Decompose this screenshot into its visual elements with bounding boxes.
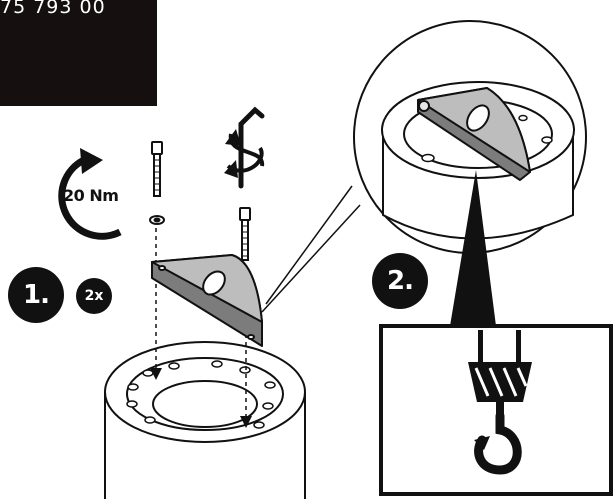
mounting-bracket [152, 255, 262, 346]
screw-left [152, 142, 162, 196]
step-1-badge: 1. [8, 267, 64, 323]
washer-left [150, 216, 164, 224]
part-number-panel: 75 793 00 [0, 0, 157, 106]
torque-label: 20 Nm [63, 186, 118, 205]
step-2-badge: 2. [372, 253, 428, 309]
canopy-cylinder [105, 342, 305, 499]
screw-right [240, 208, 250, 260]
allen-key-icon [224, 110, 262, 186]
quantity-badge: 2x [76, 278, 112, 314]
part-number: 75 793 00 [0, 0, 160, 18]
